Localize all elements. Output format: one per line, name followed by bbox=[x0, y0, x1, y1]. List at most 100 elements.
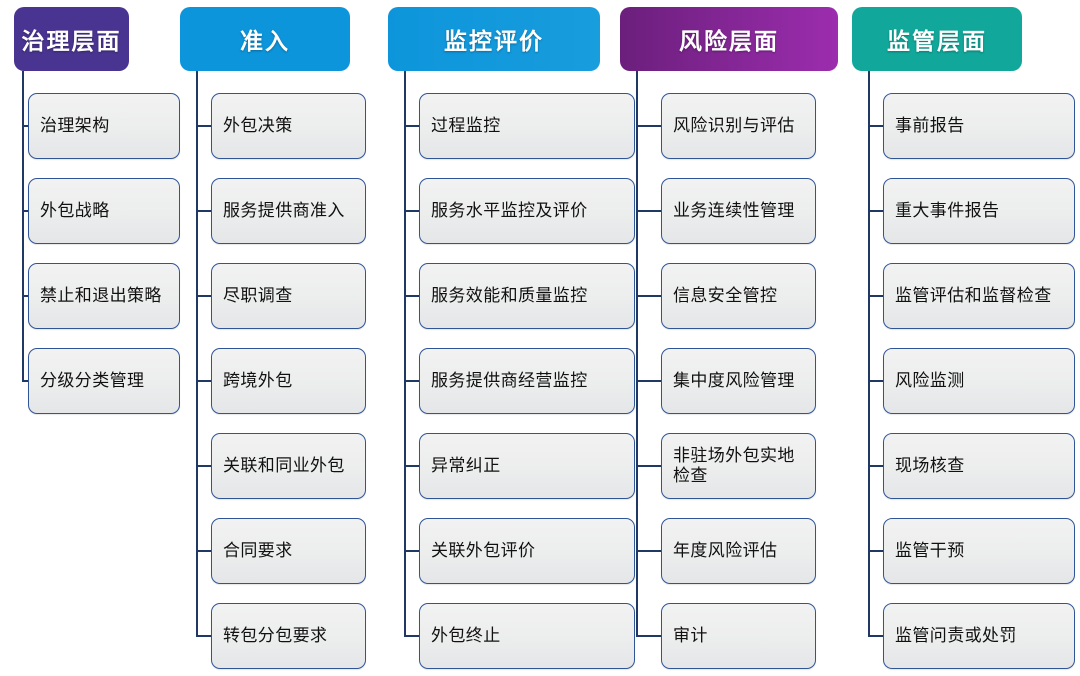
node-box[interactable]: 关联和同业外包 bbox=[211, 433, 366, 499]
connector-stub-supervision-0 bbox=[868, 125, 883, 127]
node-box[interactable]: 关联外包评价 bbox=[419, 518, 635, 584]
node-label: 关联外包评价 bbox=[431, 540, 536, 560]
connector-rail-supervision bbox=[868, 71, 870, 636]
connector-stub-supervision-5 bbox=[868, 550, 883, 552]
connector-stub-risk-0 bbox=[636, 125, 661, 127]
node-label: 转包分包要求 bbox=[223, 625, 328, 645]
connector-stub-risk-3 bbox=[636, 380, 661, 382]
connector-rail-risk bbox=[636, 71, 638, 636]
connector-stub-admission-1 bbox=[196, 210, 211, 212]
node-box[interactable]: 外包战略 bbox=[28, 178, 180, 244]
node-box[interactable]: 审计 bbox=[661, 603, 816, 669]
connector-stub-admission-3 bbox=[196, 380, 211, 382]
node-label: 跨境外包 bbox=[223, 370, 293, 390]
node-box[interactable]: 集中度风险管理 bbox=[661, 348, 816, 414]
node-box[interactable]: 尽职调查 bbox=[211, 263, 366, 329]
node-label: 关联和同业外包 bbox=[223, 455, 345, 475]
column-header-admission[interactable]: 准入 bbox=[180, 7, 350, 71]
column-header-governance[interactable]: 治理层面 bbox=[14, 7, 129, 71]
connector-stub-supervision-6 bbox=[868, 635, 883, 637]
node-label: 异常纠正 bbox=[431, 455, 501, 475]
node-label: 过程监控 bbox=[431, 115, 501, 135]
node-box[interactable]: 过程监控 bbox=[419, 93, 635, 159]
node-box[interactable]: 非驻场外包实地 检查 bbox=[661, 433, 816, 499]
connector-stub-monitoring-1 bbox=[404, 210, 419, 212]
node-box[interactable]: 信息安全管控 bbox=[661, 263, 816, 329]
connector-stub-governance-2 bbox=[22, 295, 28, 297]
node-label: 治理架构 bbox=[40, 115, 110, 135]
node-box[interactable]: 外包终止 bbox=[419, 603, 635, 669]
connector-stub-admission-2 bbox=[196, 295, 211, 297]
node-box[interactable]: 服务水平监控及评价 bbox=[419, 178, 635, 244]
node-box[interactable]: 服务效能和质量监控 bbox=[419, 263, 635, 329]
node-box[interactable]: 监管评估和监督检查 bbox=[883, 263, 1075, 329]
node-label: 禁止和退出策略 bbox=[40, 285, 162, 305]
node-box[interactable]: 外包决策 bbox=[211, 93, 366, 159]
connector-stub-risk-1 bbox=[636, 210, 661, 212]
node-box[interactable]: 现场核查 bbox=[883, 433, 1075, 499]
node-box[interactable]: 年度风险评估 bbox=[661, 518, 816, 584]
node-box[interactable]: 分级分类管理 bbox=[28, 348, 180, 414]
node-box[interactable]: 服务提供商准入 bbox=[211, 178, 366, 244]
node-label: 尽职调查 bbox=[223, 285, 293, 305]
node-box[interactable]: 禁止和退出策略 bbox=[28, 263, 180, 329]
connector-rail-monitoring bbox=[404, 71, 406, 636]
node-label: 服务提供商准入 bbox=[223, 200, 345, 220]
node-box[interactable]: 事前报告 bbox=[883, 93, 1075, 159]
node-label: 业务连续性管理 bbox=[673, 200, 795, 220]
connector-stub-risk-4 bbox=[636, 465, 661, 467]
connector-stub-supervision-4 bbox=[868, 465, 883, 467]
node-box[interactable]: 治理架构 bbox=[28, 93, 180, 159]
node-label: 外包终止 bbox=[431, 625, 501, 645]
connector-stub-monitoring-0 bbox=[404, 125, 419, 127]
connector-stub-admission-0 bbox=[196, 125, 211, 127]
node-box[interactable]: 合同要求 bbox=[211, 518, 366, 584]
connector-stub-admission-6 bbox=[196, 635, 211, 637]
node-box[interactable]: 风险监测 bbox=[883, 348, 1075, 414]
node-label: 事前报告 bbox=[895, 115, 965, 135]
node-label: 外包决策 bbox=[223, 115, 293, 135]
node-label: 风险识别与评估 bbox=[673, 115, 795, 135]
connector-stub-risk-5 bbox=[636, 550, 661, 552]
connector-stub-admission-4 bbox=[196, 465, 211, 467]
node-label: 集中度风险管理 bbox=[673, 370, 795, 390]
node-label: 合同要求 bbox=[223, 540, 293, 560]
node-box[interactable]: 业务连续性管理 bbox=[661, 178, 816, 244]
connector-stub-monitoring-4 bbox=[404, 465, 419, 467]
column-header-risk[interactable]: 风险层面 bbox=[620, 7, 838, 71]
connector-stub-monitoring-2 bbox=[404, 295, 419, 297]
connector-stub-risk-2 bbox=[636, 295, 661, 297]
connector-stub-monitoring-5 bbox=[404, 550, 419, 552]
connector-stub-supervision-1 bbox=[868, 210, 883, 212]
node-label: 监管评估和监督检查 bbox=[895, 285, 1052, 305]
node-box[interactable]: 跨境外包 bbox=[211, 348, 366, 414]
node-box[interactable]: 重大事件报告 bbox=[883, 178, 1075, 244]
column-header-monitoring[interactable]: 监控评价 bbox=[388, 7, 600, 71]
column-header-supervision[interactable]: 监管层面 bbox=[852, 7, 1022, 71]
connector-rail-governance bbox=[22, 71, 24, 381]
node-label: 审计 bbox=[673, 625, 708, 645]
node-label: 年度风险评估 bbox=[673, 540, 778, 560]
node-box[interactable]: 转包分包要求 bbox=[211, 603, 366, 669]
connector-stub-supervision-3 bbox=[868, 380, 883, 382]
node-label: 非驻场外包实地 检查 bbox=[673, 445, 795, 485]
node-box[interactable]: 监管干预 bbox=[883, 518, 1075, 584]
node-label: 服务提供商经营监控 bbox=[431, 370, 588, 390]
node-label: 信息安全管控 bbox=[673, 285, 778, 305]
node-label: 风险监测 bbox=[895, 370, 965, 390]
connector-stub-risk-6 bbox=[636, 635, 661, 637]
node-box[interactable]: 异常纠正 bbox=[419, 433, 635, 499]
node-label: 监管干预 bbox=[895, 540, 965, 560]
connector-stub-monitoring-3 bbox=[404, 380, 419, 382]
connector-stub-monitoring-6 bbox=[404, 635, 419, 637]
connector-stub-governance-0 bbox=[22, 125, 28, 127]
node-label: 分级分类管理 bbox=[40, 370, 145, 390]
node-box[interactable]: 风险识别与评估 bbox=[661, 93, 816, 159]
connector-rail-admission bbox=[196, 71, 198, 636]
connector-stub-governance-3 bbox=[22, 380, 28, 382]
node-label: 外包战略 bbox=[40, 200, 110, 220]
node-box[interactable]: 服务提供商经营监控 bbox=[419, 348, 635, 414]
node-label: 服务水平监控及评价 bbox=[431, 200, 588, 220]
node-box[interactable]: 监管问责或处罚 bbox=[883, 603, 1075, 669]
